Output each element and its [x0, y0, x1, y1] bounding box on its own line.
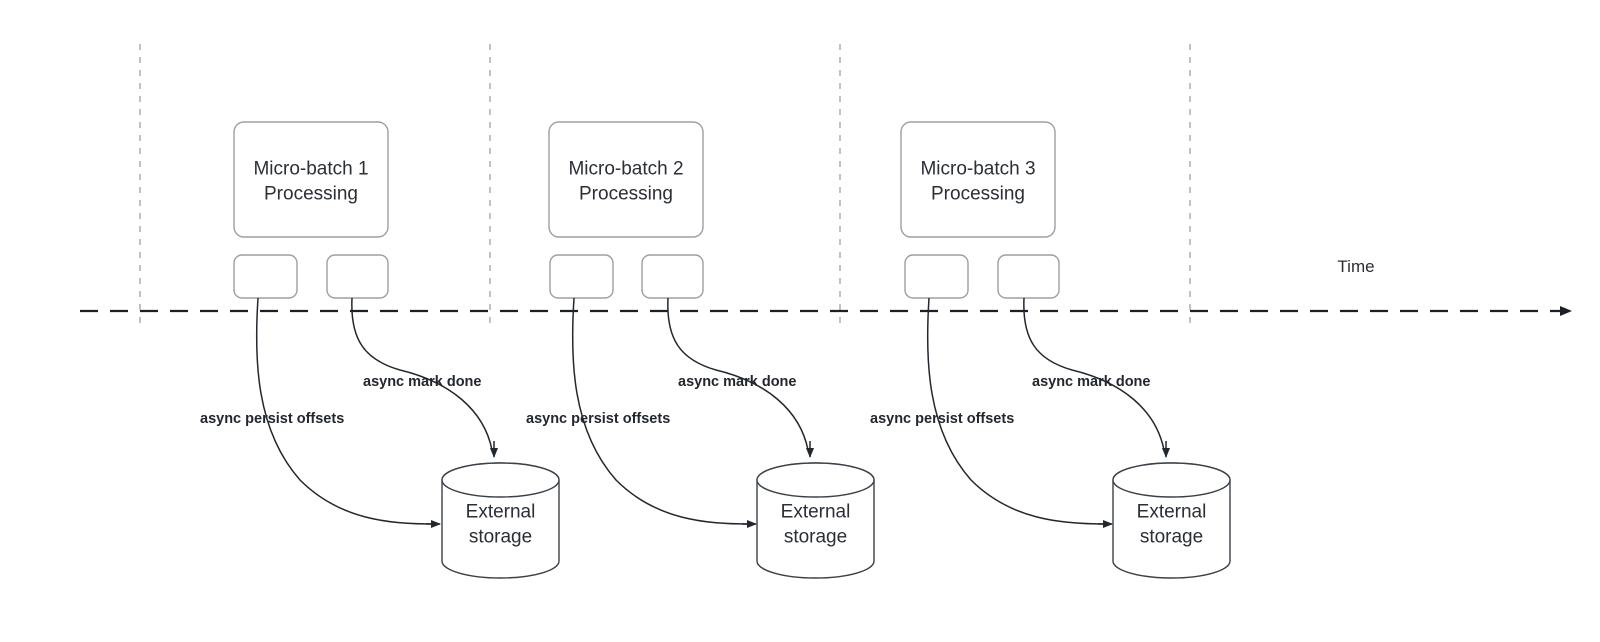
- micro-batch-box[interactable]: [233, 121, 389, 238]
- micro-batch-label-line2: Processing: [579, 184, 673, 205]
- persist-task-box[interactable]: [549, 254, 614, 299]
- async-persist-offsets-edge-label: async persist offsets: [870, 411, 1014, 427]
- external-storage-label-line1: External: [1137, 502, 1207, 523]
- async-persist-offsets-edge-path: [571, 297, 751, 525]
- micro-batch-label-line1: Micro-batch 2: [568, 159, 683, 180]
- external-storage-label-line2: storage: [469, 527, 532, 548]
- time-axis-layer: Time: [80, 257, 1572, 316]
- micro-batch-label-line1: Micro-batch 1: [253, 159, 368, 180]
- external-storage-cylinder-top: [756, 462, 875, 498]
- persist-task-box[interactable]: [233, 254, 298, 299]
- time-axis-label: Time: [1337, 257, 1374, 276]
- async-mark-done-edge-path: [667, 297, 809, 451]
- async-persist-offsets-edge-label: async persist offsets: [526, 411, 670, 427]
- async-mark-done-edge-label: async mark done: [1032, 374, 1150, 390]
- external-storage-cylinder-top: [441, 462, 560, 498]
- micro-batch-box[interactable]: [548, 121, 704, 238]
- external-storage-label-line2: storage: [1140, 527, 1203, 548]
- async-mark-done-edge-label: async mark done: [678, 374, 796, 390]
- async-persist-offsets-edge-label: async persist offsets: [200, 411, 344, 427]
- external-storage-cylinder-top: [1112, 462, 1231, 498]
- async-persist-offsets-edge-path: [926, 297, 1107, 525]
- async-mark-done-edge-label: async mark done: [363, 374, 481, 390]
- external-storage-label-line1: External: [466, 502, 536, 523]
- async-mark-done-edge-path: [1023, 297, 1165, 451]
- micro-batch-label-line1: Micro-batch 3: [920, 159, 1035, 180]
- micro-batch-box[interactable]: [900, 121, 1056, 238]
- markdone-task-box[interactable]: [326, 254, 389, 299]
- micro-batch-label-line2: Processing: [264, 184, 358, 205]
- tick-lines-layer: [139, 44, 1191, 330]
- async-mark-done-edge-path: [351, 297, 493, 451]
- async-persist-offsets-edge-path: [255, 297, 435, 525]
- markdone-task-box[interactable]: [997, 254, 1060, 299]
- external-storage-label-line2: storage: [784, 527, 847, 548]
- external-storage-label-line1: External: [781, 502, 851, 523]
- micro-batch-label-line2: Processing: [931, 184, 1025, 205]
- persist-task-box[interactable]: [904, 254, 969, 299]
- markdone-task-box[interactable]: [641, 254, 704, 299]
